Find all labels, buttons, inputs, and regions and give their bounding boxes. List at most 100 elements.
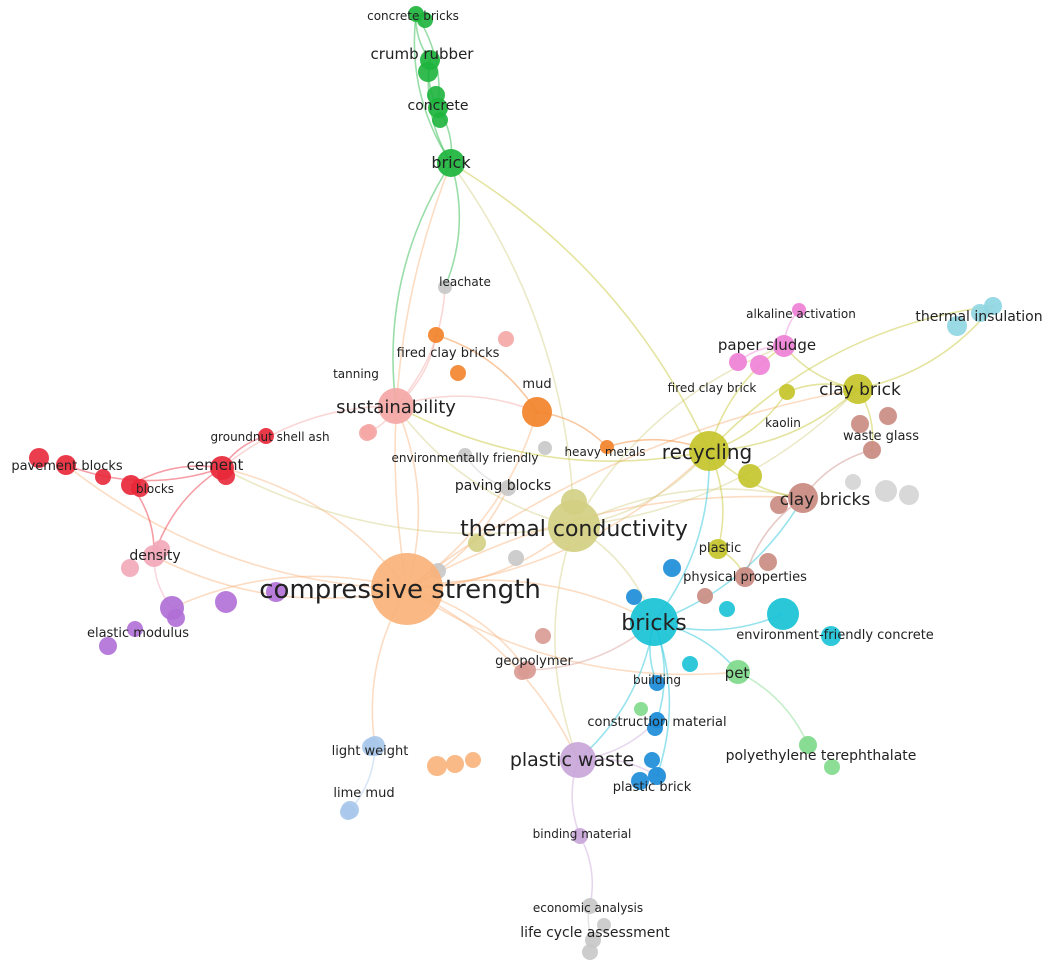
label-compressive-strength: compressive strength [259,575,541,605]
edge-recycling-brick [450,162,710,452]
node-paper-sludge[interactable] [773,335,795,357]
node-thermal-insulation[interactable] [984,297,1002,315]
satellite-node-36 [626,589,642,605]
satellite-node-30 [875,480,897,502]
node-construction-material[interactable] [649,712,665,728]
edge-sustainability-cement [221,405,397,469]
node-kaolin[interactable] [779,384,795,400]
label-heavy-metals: heavy metals [564,445,645,459]
node-physical-properties[interactable] [735,567,755,587]
label-elastic-modulus: elastic modulus [87,626,189,641]
node-life-cycle-assessment[interactable] [585,932,601,948]
node-pavement-blocks[interactable] [56,455,76,475]
satellite-node-52 [582,944,598,960]
satellite-node-23 [738,464,762,488]
node-environment-friendly-concrete[interactable] [767,598,799,630]
label-waste-glass: waste glass [843,429,919,444]
node-fired-clay-brick[interactable] [729,353,747,371]
satellite-node-24 [750,355,770,375]
node-compressive-strength[interactable] [371,553,443,625]
node-binding-material[interactable] [572,828,588,844]
satellite-node-7 [127,621,143,637]
edge-binding_material-economic_analysis [579,835,594,907]
node-clay-brick[interactable] [843,374,873,404]
node-crumb-rubber[interactable] [420,50,440,70]
label-kaolin: kaolin [765,416,801,430]
satellite-node-46 [446,755,464,773]
node-heavy-metals[interactable] [600,440,614,454]
label-life-cycle-assessment: life cycle assessment [520,925,670,941]
node-tanning[interactable] [361,424,377,440]
node-density[interactable] [143,545,165,567]
node-waste-glass[interactable] [863,441,881,459]
satellite-node-50 [535,628,551,644]
node-leachate[interactable] [438,280,452,294]
node-alkaline-activation[interactable] [792,303,806,317]
edge-thermal_conductivity-clay_bricks [573,488,804,527]
label-paving-blocks: paving blocks [455,478,551,494]
edge-compressive_strength-clay_bricks [406,495,804,590]
node-concrete-bricks[interactable] [408,6,424,22]
node-recycling[interactable] [689,431,729,471]
label-plastic: plastic [699,541,741,556]
node-concrete[interactable] [428,98,448,118]
satellite-node-16 [498,331,514,347]
node-mud[interactable] [522,397,552,427]
node-cement[interactable] [210,456,234,480]
label-geopolymer: geopolymer [495,654,573,669]
node-geopolymer[interactable] [518,661,536,679]
label-economic-analysis: economic analysis [533,901,643,915]
satellite-node-41 [682,656,698,672]
satellite-node-19 [508,550,524,566]
label-recycling: recycling [662,440,752,464]
label-brick: brick [431,153,471,172]
satellite-node-32 [845,474,861,490]
node-thermal-conductivity[interactable] [548,500,600,552]
satellite-node-53 [597,918,611,932]
label-density: density [129,548,180,564]
node-lime-mud[interactable] [341,801,359,819]
node-plastic-waste[interactable] [560,742,596,778]
satellite-node-10 [266,582,286,602]
node-light-weight[interactable] [365,736,385,756]
label-fired-clay-brick: fired clay brick [668,381,757,395]
label-plastic-brick: plastic brick [613,780,692,795]
node-brick[interactable] [437,149,465,177]
node-elastic-modulus[interactable] [160,596,184,620]
node-sustainability[interactable] [378,388,414,424]
label-environment-friendly-concrete: environment-friendly concrete [736,628,934,643]
node-economic-analysis[interactable] [582,898,598,914]
node-blocks[interactable] [121,475,141,495]
satellite-node-47 [465,752,481,768]
edge-brick-leachate [444,162,461,288]
edge-thermal_conductivity-cement [221,467,575,535]
edge-recycling-sustainability [395,405,710,462]
node-plastic-brick[interactable] [648,767,666,785]
node-paving-blocks[interactable] [500,480,516,496]
label-paper-sludge: paper sludge [718,336,816,354]
edge-pet-polyethylene_terephthalate [737,671,809,746]
satellite-node-15 [450,365,466,381]
label-light-weight: light weight [332,744,409,759]
label-environmentally-friendly: environmentally friendly [392,451,539,465]
node-pet[interactable] [726,660,750,684]
node-polyethylene-terephthalate[interactable] [799,736,817,754]
satellite-node-21 [468,534,486,552]
node-groundnut-shell-ash[interactable] [258,428,274,444]
node-environmentally-friendly[interactable] [458,448,472,462]
satellite-node-6 [99,637,117,655]
node-fired-clay-bricks[interactable] [428,327,444,343]
label-concrete-bricks: concrete bricks [367,9,459,23]
label-physical-properties: physical properties [683,570,807,585]
node-bricks[interactable] [630,598,678,646]
label-tanning: tanning [333,367,379,381]
node-clay-bricks[interactable] [788,483,818,513]
label-blocks: blocks [136,482,174,496]
satellite-node-29 [697,588,713,604]
satellite-node-1 [95,469,111,485]
edge-thermal_conductivity-paper_sludge [573,345,785,527]
node-building[interactable] [649,675,665,691]
node-plastic[interactable] [708,539,728,559]
satellite-node-39 [631,772,649,790]
